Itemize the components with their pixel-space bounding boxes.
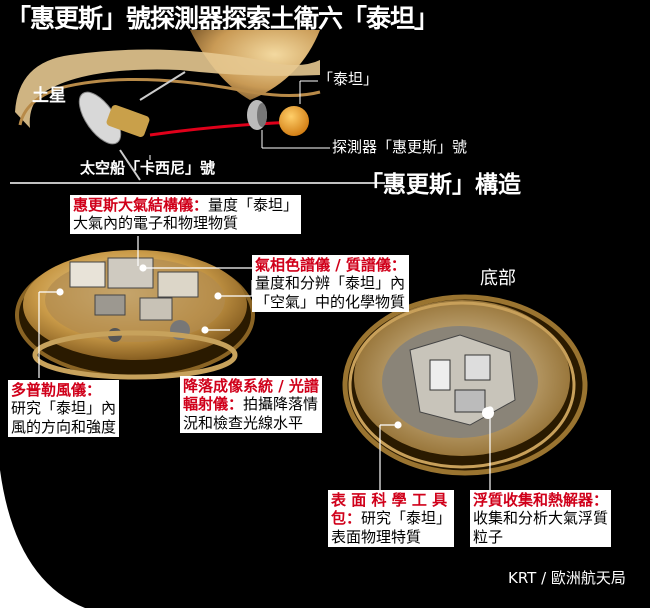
titan-label: 「泰坦」: [318, 70, 379, 88]
credit: KRT / 歐洲航天局: [508, 569, 626, 587]
probe-label: 探測器「惠更斯」號: [332, 138, 468, 156]
disr-name-1: 降落成像系統 / 光譜: [183, 377, 319, 395]
callout-asi: 惠更斯大氣結構儀：量度「泰坦」 大氣內的電子和物理物質: [70, 195, 302, 234]
cassini-label: 太空船「卡西尼」號: [80, 159, 216, 177]
huygens-probe-small: [247, 100, 267, 130]
section-title: 「惠更斯」構造: [360, 172, 521, 198]
callout-dwe: 多普勒風儀： 研究「泰坦」內 風的方向和強度: [8, 380, 120, 437]
callout-leaders: [38, 236, 494, 490]
disr-desc-3: 況和檢查光線水平: [183, 413, 304, 432]
ssp-desc-3: 表面物理特質: [331, 527, 422, 546]
titan-moon: [279, 106, 309, 136]
dwe-name: 多普勒風儀：: [11, 381, 102, 399]
cassini-spacecraft: [78, 71, 186, 181]
bottom-view-label: 底部: [480, 268, 516, 289]
callout-disr: 降落成像系統 / 光譜 輻射儀：拍攝降落情 況和檢查光線水平: [180, 376, 322, 433]
callout-gcms: 氣相色譜儀 / 質譜儀： 量度和分辨「泰坦」內 「空氣」中的化學物質: [252, 255, 409, 312]
huygens-bottom-view: [342, 294, 588, 476]
ssp-name-1: 表 面 科 學 工 具: [331, 491, 448, 509]
disr-desc-2: 拍攝降落情: [243, 395, 319, 414]
gcms-name: 氣相色譜儀 / 質譜儀：: [255, 256, 406, 274]
dwe-desc-1: 研究「泰坦」內: [11, 399, 117, 418]
asi-desc-2: 大氣內的電子和物理物質: [73, 214, 239, 233]
gcms-desc-2: 「空氣」中的化學物質: [255, 292, 406, 311]
acp-desc-1: 收集和分析大氣浮質: [473, 509, 609, 528]
ssp-name-2: 包：: [331, 509, 362, 528]
top-view-label: 頂部: [12, 217, 46, 237]
callout-ssp: 表 面 科 學 工 具 包：研究「泰坦」 表面物理特質: [328, 490, 455, 547]
huygens-top-view: [15, 250, 255, 380]
asi-desc-1: 量度「泰坦」: [208, 196, 299, 214]
acp-desc-2: 粒子: [473, 527, 504, 546]
saturn-illustration: [15, 30, 321, 128]
ssp-desc-2: 研究「泰坦」: [361, 509, 452, 528]
trajectory-line: [149, 120, 296, 137]
acp-name: 浮質收集和熱解器：: [473, 491, 609, 509]
callout-acp: 浮質收集和熱解器： 收集和分析大氣浮質 粒子: [470, 490, 612, 547]
disr-name-2: 輻射儀：: [183, 395, 244, 414]
saturn-label: 土星: [32, 86, 66, 106]
dwe-desc-2: 風的方向和強度: [11, 417, 117, 436]
main-title: 「惠更斯」號探測器探索土衛六「泰坦」: [6, 4, 439, 33]
gcms-desc-1: 量度和分辨「泰坦」內: [255, 274, 406, 293]
asi-name: 惠更斯大氣結構儀：: [73, 196, 209, 214]
